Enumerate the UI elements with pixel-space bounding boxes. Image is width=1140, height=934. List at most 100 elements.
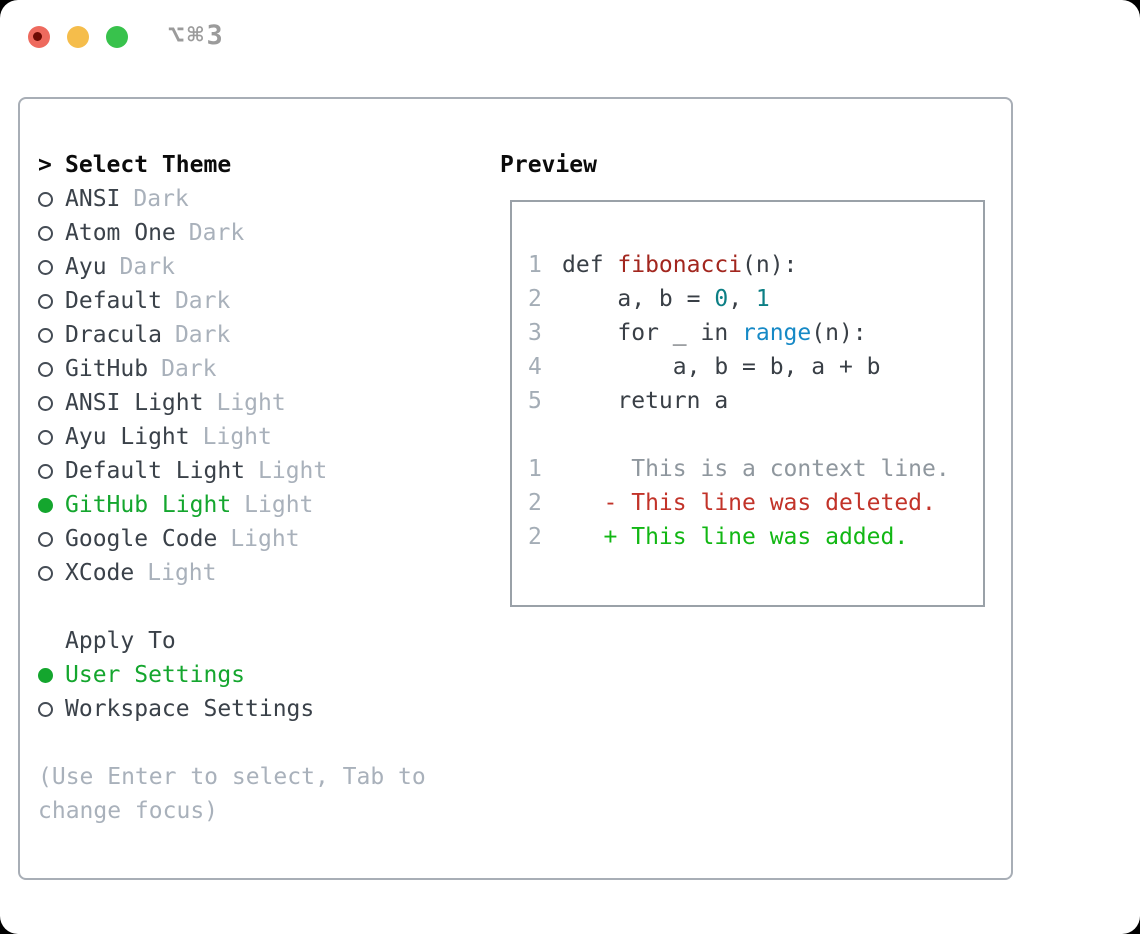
code-line: 3 for _ in range(n):: [528, 316, 983, 350]
code-line: 1 This is a context line.: [528, 452, 983, 486]
theme-option-atom-one[interactable]: Atom One Dark: [38, 216, 426, 250]
apply-to-heading: Apply To: [38, 624, 426, 658]
line-number: 4: [528, 354, 542, 380]
theme-variant-tag: Light: [147, 560, 217, 586]
theme-variant-tag: Light: [258, 458, 328, 484]
radio-icon: [38, 464, 53, 479]
radio-icon: [38, 532, 53, 547]
radio-icon: [38, 566, 53, 581]
theme-option-xcode[interactable]: XCode Light: [38, 556, 426, 590]
zoom-traffic-light-icon[interactable]: [106, 26, 128, 48]
radio-icon: [38, 702, 53, 717]
theme-option-github-light[interactable]: GitHub Light Light: [38, 488, 426, 522]
apply-option-user-settings[interactable]: User Settings: [38, 658, 426, 692]
theme-option-xcode-label: XCode: [65, 560, 135, 586]
code-segment-default: def: [562, 252, 618, 278]
radio-icon: [38, 362, 53, 377]
radio-selected-icon: [38, 668, 53, 683]
theme-option-ansi[interactable]: ANSI Dark: [38, 182, 426, 216]
radio-selected-icon: [38, 498, 53, 513]
theme-variant-tag: Dark: [188, 220, 245, 246]
code-segment-default: for _ in: [562, 320, 743, 346]
theme-variant-tag: Light: [244, 492, 314, 518]
line-number: 1: [528, 456, 542, 482]
radio-icon: [38, 192, 53, 207]
theme-option-default-light[interactable]: Default Light Light: [38, 454, 426, 488]
line-number: 3: [528, 320, 542, 346]
line-number: 2: [528, 286, 542, 312]
radio-icon: [38, 454, 65, 488]
code-line: 5 return a: [528, 384, 983, 418]
theme-option-ansi-label: ANSI: [65, 186, 121, 212]
code-segment-number: 0: [714, 286, 729, 312]
minimize-traffic-light-icon[interactable]: [67, 26, 89, 48]
theme-variant-tag: Dark: [161, 356, 217, 382]
radio-icon: [38, 396, 53, 411]
radio-icon: [38, 318, 65, 352]
radio-icon: [38, 420, 65, 454]
select-theme-heading-label: Select Theme: [65, 152, 232, 178]
spacer: [38, 590, 426, 624]
code-segment-default: (n):: [742, 252, 798, 278]
theme-option-ayu-label: Ayu: [65, 254, 107, 280]
line-number: 2: [528, 524, 542, 550]
code-line: 4 a, b = b, a + b: [528, 350, 983, 384]
theme-variant-tag: Dark: [133, 186, 189, 212]
theme-option-ayu-light-label: Ayu Light: [65, 424, 190, 450]
code-segment-default: a, b =: [562, 286, 715, 312]
theme-variant-tag: Dark: [174, 322, 231, 348]
code-segment-number: 1: [755, 286, 770, 312]
code-line: 1 def fibonacci(n):: [528, 248, 983, 282]
focus-caret-icon: >: [38, 152, 52, 178]
theme-variant-tag: Light: [216, 390, 286, 416]
line-number: 2: [528, 490, 542, 516]
radio-icon: [38, 216, 65, 250]
theme-option-ansi-light-label: ANSI Light: [65, 390, 204, 416]
line-number: 5: [528, 388, 542, 414]
code-line: 2 + This line was added.: [528, 520, 983, 554]
apply-to-heading-label: Apply To: [65, 628, 176, 654]
radio-icon: [38, 250, 65, 284]
line-number: 1: [528, 252, 542, 278]
code-segment-default: a, b = b, a + b: [562, 354, 881, 380]
help-text-line-1: (Use Enter to select, Tab to: [38, 764, 426, 790]
theme-option-dracula-label: Dracula: [65, 322, 162, 348]
theme-option-github-light-label: GitHub Light: [65, 492, 232, 518]
radio-icon: [38, 430, 53, 445]
radio-selected-icon: [38, 658, 65, 692]
code-segment-default: (n):: [811, 320, 867, 346]
code-segment-function: fibonacci: [617, 252, 743, 278]
apply-option-workspace-settings[interactable]: Workspace Settings: [38, 692, 426, 726]
help-text-line-2: change focus): [38, 798, 219, 824]
radio-icon: [38, 182, 65, 216]
radio-icon: [38, 522, 65, 556]
radio-icon: [38, 386, 65, 420]
window-title: ⌥⌘3: [168, 20, 226, 51]
radio-icon: [38, 352, 65, 386]
close-traffic-light-icon[interactable]: [28, 26, 50, 48]
select-theme-heading: > Select Theme: [38, 148, 426, 182]
code-segment-deleted: - This line was deleted.: [562, 490, 936, 516]
theme-option-google-code-label: Google Code: [65, 526, 218, 552]
radio-icon: [38, 260, 53, 275]
theme-option-github-label: GitHub: [65, 356, 149, 382]
theme-option-atom-one-label: Atom One: [65, 220, 176, 246]
radio-icon: [38, 556, 65, 590]
theme-variant-tag: Dark: [119, 254, 175, 280]
theme-option-default-light-label: Default Light: [65, 458, 246, 484]
code-segment-default: ,: [728, 286, 756, 312]
theme-option-github[interactable]: GitHub Dark: [38, 352, 426, 386]
theme-option-ansi-light[interactable]: ANSI Light Light: [38, 386, 426, 420]
theme-option-ayu[interactable]: Ayu Dark: [38, 250, 426, 284]
radio-selected-icon: [38, 488, 65, 522]
theme-option-dracula[interactable]: Dracula Dark: [38, 318, 426, 352]
theme-variant-tag: Dark: [174, 288, 231, 314]
